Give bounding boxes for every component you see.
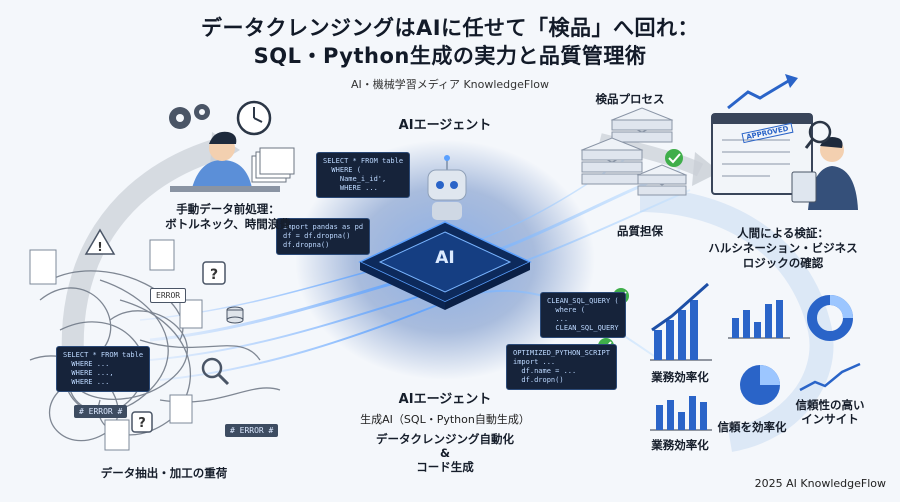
agent-desc-2: & <box>439 446 451 460</box>
inspection-label: 検品プロセス <box>595 92 665 106</box>
footer-credit: 2025 AI KnowledgeFlow <box>754 477 886 490</box>
stressed-worker <box>170 131 280 192</box>
human-label-2: ハルシネーション・ビジネス <box>708 241 858 255</box>
gear-icon <box>169 104 210 129</box>
robot-icon <box>427 155 467 220</box>
check-icon <box>665 149 683 167</box>
sql-code-snippet: SELECT * FROM table WHERE ( Name_i_id', … <box>316 152 411 198</box>
burden-label: データ抽出・加工の重荷 <box>100 466 228 480</box>
optimized-python-snippet: OPTIMIZED_PYTHON_SCRIPT import ... df.na… <box>506 344 617 390</box>
trend-arrow-icon <box>727 78 791 110</box>
clean-sql-snippet: CLEAN_SQL_QUERY ( where ( ... CLEAN_SQL_… <box>540 292 626 338</box>
svg-text:?: ? <box>210 267 218 283</box>
title-line-1: データクレンジングはAIに任せて「検品」へ回れ： <box>200 16 700 40</box>
agent-subtitle: 生成AI（SQL・Python自動生成） <box>360 413 530 426</box>
magnifier-icon <box>201 357 223 379</box>
question-icon <box>202 261 226 285</box>
error-tag: # ERROR # <box>225 424 279 437</box>
line-chart-icon <box>799 362 861 392</box>
approval-monitor <box>711 113 813 195</box>
magnifier-icon <box>808 120 832 144</box>
bar-chart-icon <box>650 282 712 361</box>
agent-top-label: AIエージェント <box>398 118 492 133</box>
manual-label-line1: 手動データ前処理： <box>176 202 280 216</box>
warning-icon <box>84 228 116 255</box>
human-label-3: ロジックの確認 <box>742 256 824 270</box>
server-stack <box>580 107 688 196</box>
error-tag: # ERROR # <box>74 405 128 418</box>
bar-chart-icon-3 <box>650 396 712 431</box>
ai-chip <box>358 221 532 310</box>
donut-chart-icon <box>807 295 853 341</box>
result-label-3: インサイト <box>801 412 859 426</box>
result-label-5: 信頼を効率化 <box>717 420 787 434</box>
agent-desc-3: コード生成 <box>416 460 474 474</box>
result-label-4: 業務効率化 <box>651 438 709 452</box>
messy-sql-snippet: SELECT * FROM table WHERE ... WHERE ...,… <box>56 346 151 392</box>
agent-desc-1: データクレンジング自動化 <box>376 432 514 446</box>
result-label-1: 業務効率化 <box>651 370 709 384</box>
human-label-1: 人間による検証： <box>737 226 829 240</box>
agent-bottom-label: AIエージェント <box>398 392 492 407</box>
manual-label-line2: ボトルネック、時間浪費 <box>165 217 291 231</box>
svg-text:!: ! <box>97 240 102 254</box>
result-label-2: 信頼性の高い <box>795 398 865 412</box>
chip-label: AI <box>435 248 455 268</box>
bar-chart-icon-2 <box>728 300 790 339</box>
python-code-snippet: import pandas as pd df = df.dropna() df.… <box>276 218 371 255</box>
error-file-icon: ERROR <box>150 288 187 303</box>
quality-label: 品質担保 <box>617 224 663 238</box>
clock-icon <box>236 100 272 136</box>
svg-text:?: ? <box>138 416 146 431</box>
title-line-2: SQL・Python生成の実力と品質管理術 <box>253 44 647 68</box>
subtitle: AI・機械学習メディア KnowledgeFlow <box>350 78 550 91</box>
pie-chart-icon <box>740 365 780 405</box>
